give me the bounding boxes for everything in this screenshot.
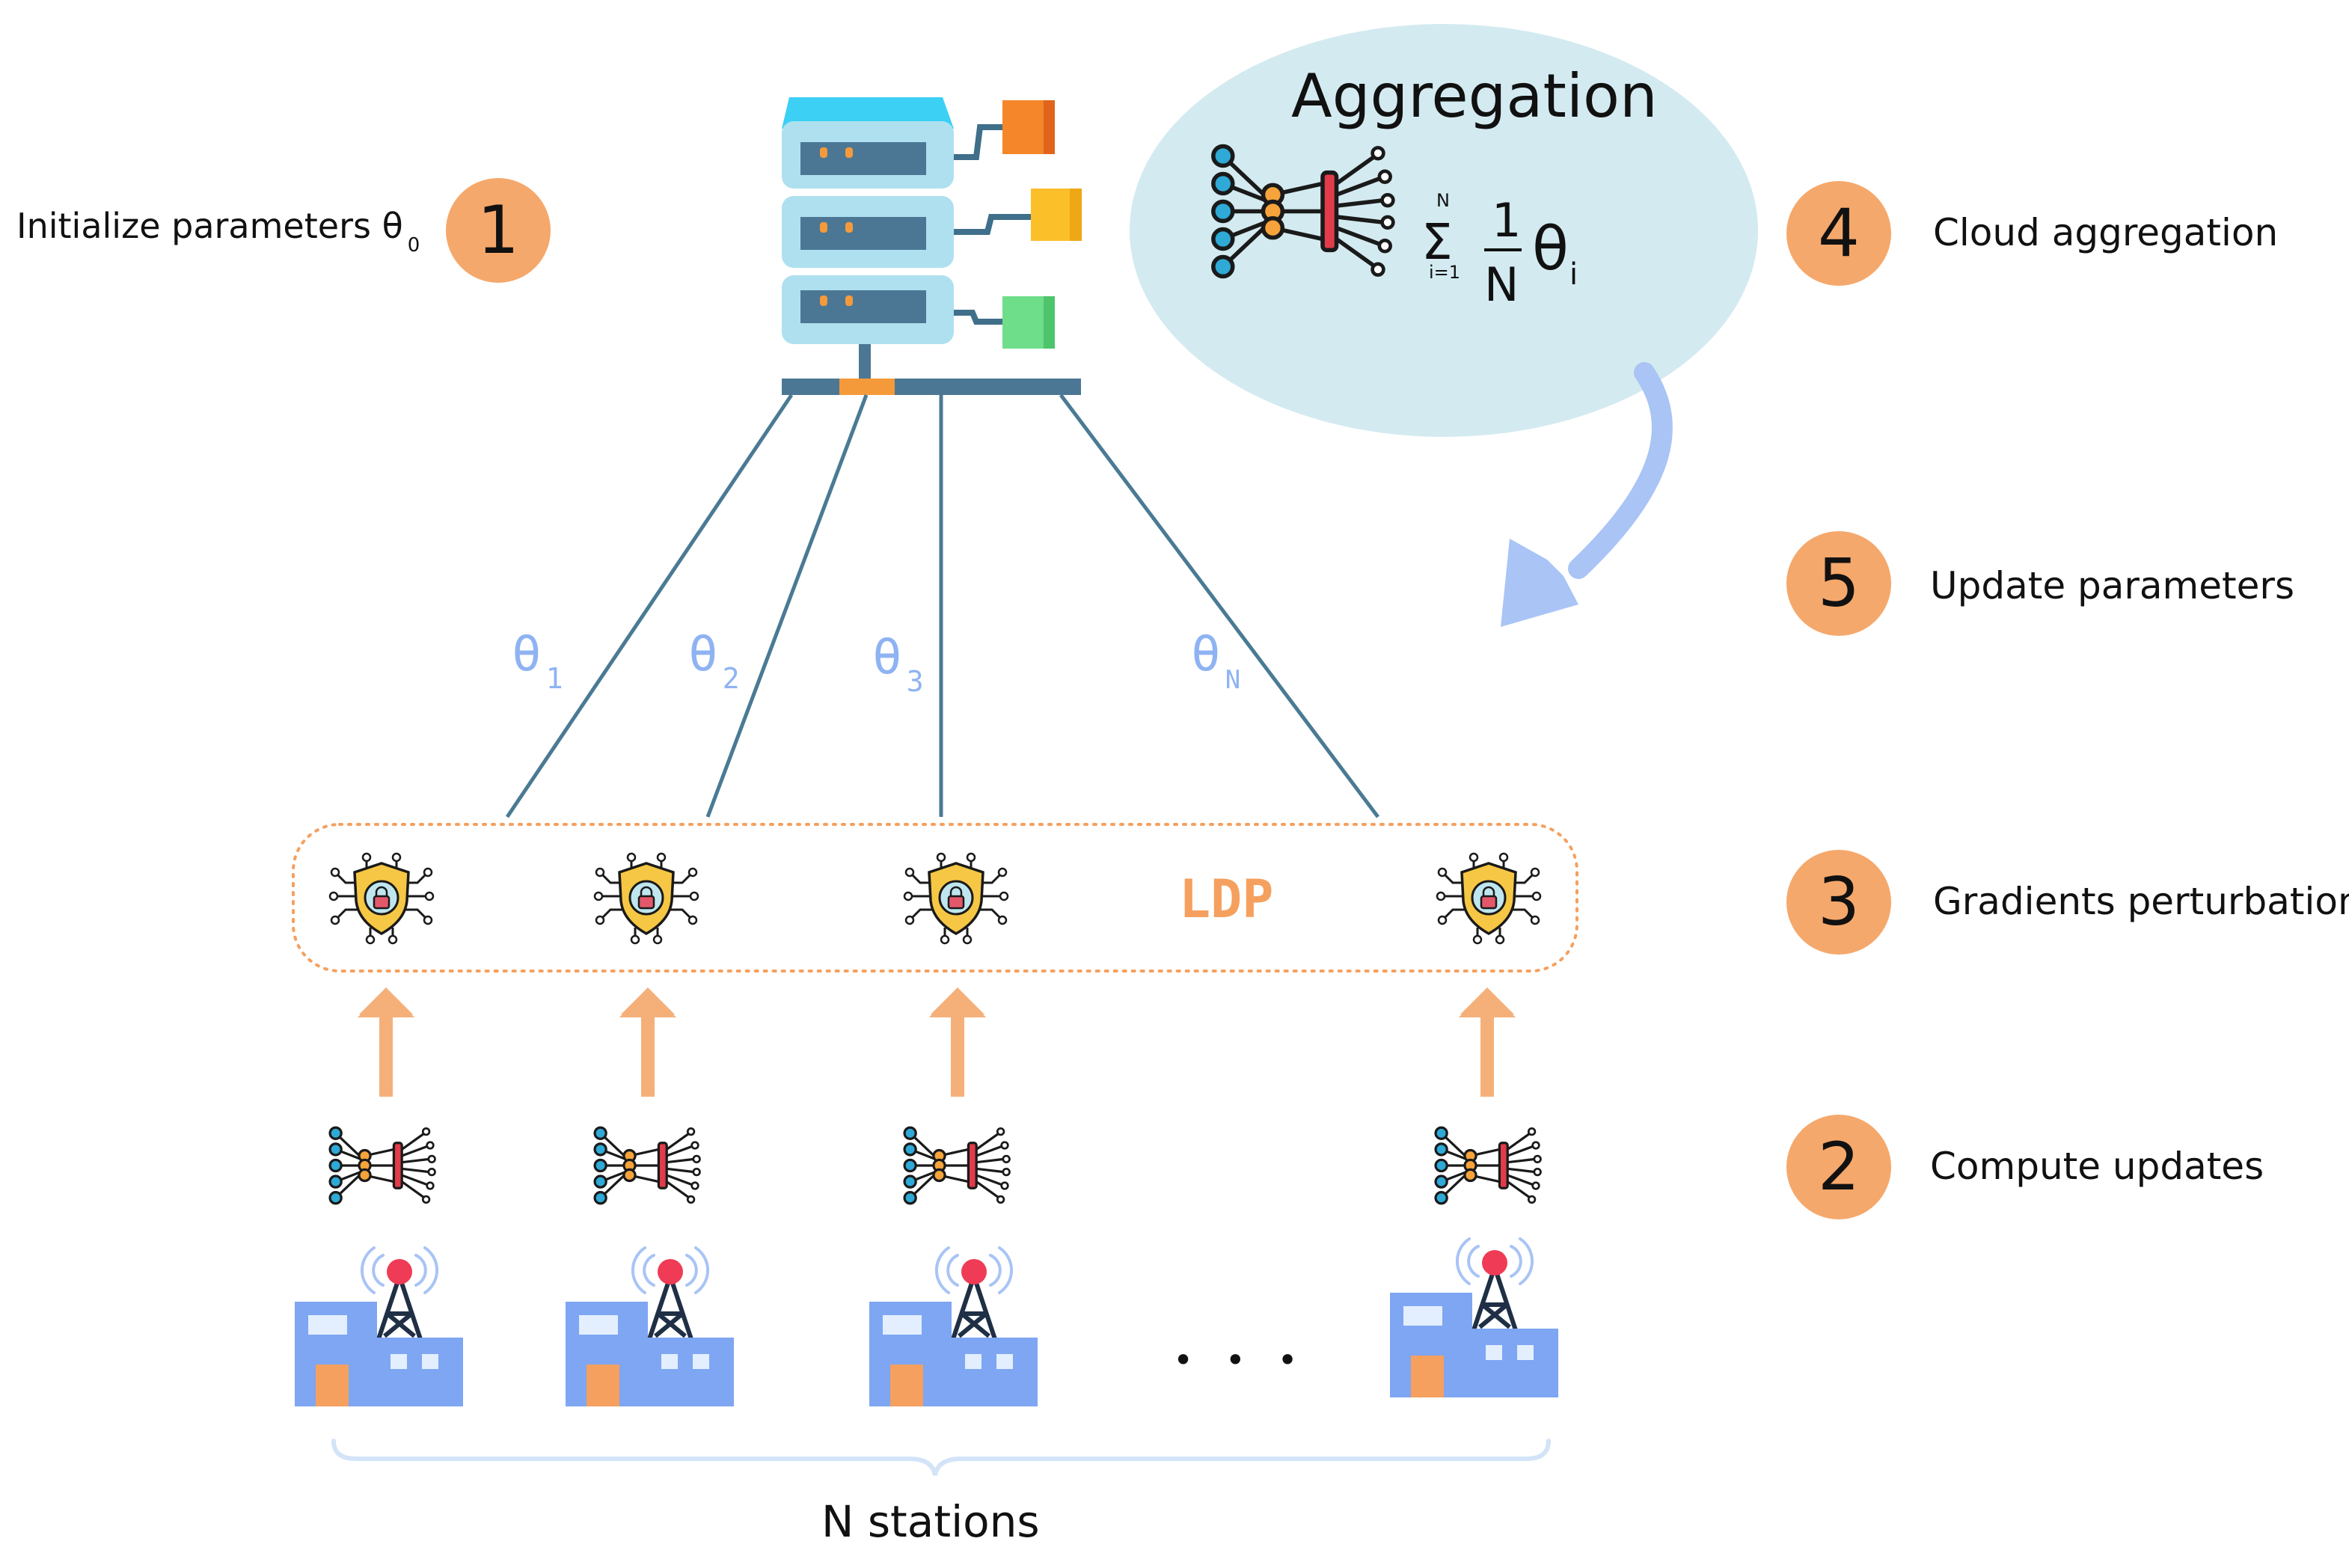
formula-theta: θ — [1532, 214, 1569, 284]
neural-network-icon — [328, 1126, 437, 1205]
formula-lower: i=1 — [1429, 262, 1460, 283]
arrow-up-icon — [619, 987, 676, 1097]
step-2-badge — [1786, 1115, 1891, 1219]
server-icon — [782, 97, 1082, 395]
step-1-label-sub: 0 — [408, 234, 420, 257]
step-5-number: 5 — [1818, 545, 1860, 622]
theta-n-sub: N — [1225, 665, 1240, 695]
ldp-label: LDP — [1179, 869, 1273, 930]
station-3 — [869, 1248, 1038, 1406]
formula-upper: N — [1436, 190, 1450, 211]
step-5-label: Update parameters — [1930, 564, 2294, 607]
step-1-number: 1 — [477, 192, 519, 269]
aggregation-title: Aggregation — [1291, 61, 1658, 131]
link-line-n — [1059, 393, 1379, 818]
theta-1-symbol: θ — [512, 625, 542, 682]
stations-caption: N stations — [821, 1496, 1040, 1547]
up-arrows — [358, 987, 1516, 1097]
step-2: 2 Compute updates — [1786, 1115, 2264, 1219]
stations: • • • — [295, 1239, 1558, 1406]
theta-3-symbol: θ — [872, 628, 902, 685]
step-4: 4 Cloud aggregation — [1786, 181, 2278, 286]
svg-text:θN: θN — [1191, 625, 1240, 695]
step-1-label-text: Initialize parameters θ — [16, 206, 403, 246]
step-4-badge — [1786, 181, 1891, 286]
arrow-up-icon — [358, 987, 414, 1097]
security-shield-icon — [903, 852, 1009, 945]
aggregation-formula: Σ N i=1 1 N θ i — [1421, 190, 1578, 312]
step-2-label: Compute updates — [1930, 1145, 2264, 1188]
station-1 — [295, 1248, 463, 1406]
stations-brace — [331, 1439, 1551, 1476]
neural-network-icon — [593, 1126, 702, 1205]
aggregation-cloud: Aggregation Σ N i=1 1 N θ i — [1130, 24, 1758, 437]
step-3-number: 3 — [1818, 863, 1860, 940]
theta-n-symbol: θ — [1191, 625, 1221, 682]
step-5: 5 Update parameters — [1786, 531, 2294, 636]
step-3: 3 Gradients perturbation — [1786, 850, 2349, 955]
arrow-up-icon — [1459, 987, 1516, 1097]
station-n — [1390, 1239, 1558, 1397]
station-2 — [566, 1248, 734, 1406]
step-3-badge — [1786, 850, 1891, 955]
step-4-number: 4 — [1818, 195, 1860, 272]
step-5-badge — [1786, 531, 1891, 636]
security-shield-icon — [328, 852, 435, 945]
theta-2-symbol: θ — [688, 625, 718, 682]
step-4-label: Cloud aggregation — [1933, 211, 2278, 254]
svg-text:θ3: θ3 — [872, 628, 924, 698]
formula-sigma: Σ — [1421, 213, 1453, 271]
local-models — [328, 1126, 1543, 1205]
svg-text:θ1: θ1 — [512, 625, 563, 695]
link-line-1 — [505, 393, 794, 818]
security-shield-icon — [593, 852, 699, 945]
formula-fraction-bar — [1484, 248, 1522, 251]
neural-network-icon — [1434, 1126, 1543, 1205]
security-shield-icon — [1436, 852, 1542, 945]
arrow-up-icon — [929, 987, 986, 1097]
formula-denominator: N — [1484, 257, 1519, 312]
theta-2-sub: 2 — [723, 662, 740, 695]
link-lines — [505, 393, 1379, 818]
ldp-box: LDP — [292, 823, 1578, 973]
link-line-2 — [705, 394, 869, 818]
step-2-number: 2 — [1818, 1128, 1860, 1205]
stations-ellipsis: • • • — [1173, 1340, 1308, 1380]
theta-1-sub: 1 — [546, 662, 563, 695]
formula-theta-sub: i — [1569, 257, 1578, 292]
formula-numerator: 1 — [1492, 193, 1521, 248]
neural-network-icon — [903, 1126, 1011, 1205]
svg-text:θ2: θ2 — [688, 625, 740, 695]
step-1-badge — [446, 178, 551, 283]
step-3-label: Gradients perturbation — [1933, 880, 2349, 923]
theta-3-sub: 3 — [907, 665, 924, 698]
update-arrow — [1501, 362, 1673, 627]
